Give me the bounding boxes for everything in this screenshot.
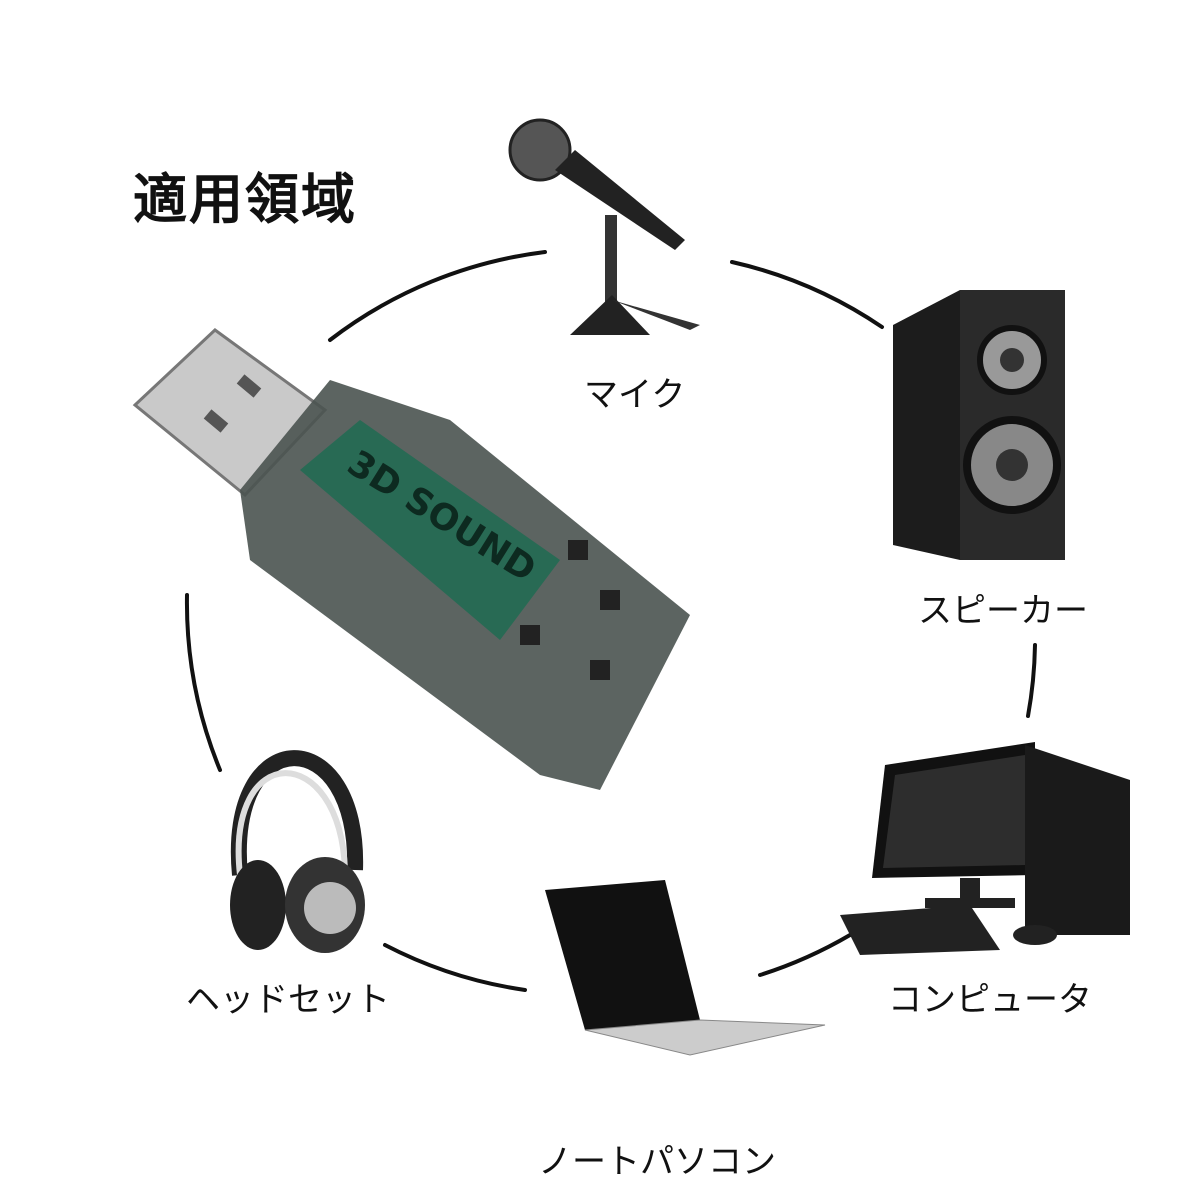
arc-top-left bbox=[328, 250, 547, 342]
arc-right bbox=[1026, 643, 1037, 718]
microphone-icon bbox=[508, 118, 700, 335]
page-title: 適用領域 bbox=[133, 168, 357, 231]
label-laptop: ノートパソコン bbox=[538, 1142, 776, 1182]
label-computer: コンピュータ bbox=[888, 980, 1092, 1020]
label-headset: ヘッドセット bbox=[186, 980, 390, 1020]
desktop-computer-icon bbox=[840, 742, 1130, 955]
laptop-icon bbox=[545, 880, 826, 1056]
arc-left bbox=[184, 593, 222, 772]
arc-bottom-right bbox=[758, 933, 852, 977]
label-speaker: スピーカー bbox=[918, 591, 1088, 631]
headphones-icon bbox=[230, 750, 365, 953]
label-microphone: マイク bbox=[584, 375, 686, 415]
usb-sound-adapter: 3D SOUND bbox=[132, 328, 690, 790]
arc-top-right bbox=[730, 260, 884, 329]
connection-arcs bbox=[184, 250, 1037, 992]
arc-bottom bbox=[383, 943, 527, 992]
speaker-icon bbox=[893, 290, 1065, 560]
